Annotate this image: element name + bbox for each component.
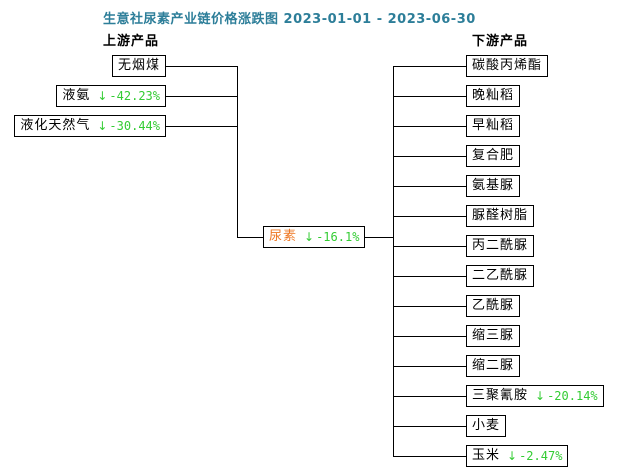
change-percent: -2.47% bbox=[519, 449, 563, 463]
trunk-to-center-line bbox=[237, 237, 266, 238]
change-value: ↓-20.14% bbox=[535, 386, 598, 406]
upstream-node[interactable]: 液氨 ↓-42.23% bbox=[56, 85, 166, 107]
change-value: ↓-42.23% bbox=[97, 86, 160, 106]
product-name: 氨基脲 bbox=[472, 178, 515, 193]
connector-line bbox=[393, 366, 472, 367]
product-name: 丙二酰脲 bbox=[472, 238, 529, 253]
downstream-node[interactable]: 氨基脲 bbox=[466, 175, 521, 197]
upstream-header: 上游产品 bbox=[103, 34, 160, 49]
downstream-node[interactable]: 三聚氰胺 ↓-20.14% bbox=[466, 385, 604, 407]
down-arrow-icon: ↓ bbox=[97, 119, 108, 133]
connector-line bbox=[393, 456, 472, 457]
connector-line bbox=[160, 96, 237, 97]
product-name: 复合肥 bbox=[472, 148, 515, 163]
connector-line bbox=[393, 156, 472, 157]
downstream-node[interactable]: 缩二脲 bbox=[466, 355, 521, 377]
downstream-node[interactable]: 小麦 bbox=[466, 415, 507, 437]
down-arrow-icon: ↓ bbox=[507, 449, 518, 463]
product-name: 晚籼稻 bbox=[472, 88, 515, 103]
downstream-node[interactable]: 二乙酰脲 bbox=[466, 265, 535, 287]
change-percent: -16.1% bbox=[316, 230, 360, 244]
upstream-trunk-line bbox=[237, 66, 238, 238]
downstream-node[interactable]: 脲醛树脂 bbox=[466, 205, 535, 227]
product-name: 缩二脲 bbox=[472, 358, 515, 373]
connector-line bbox=[393, 246, 472, 247]
connector-line bbox=[393, 96, 472, 97]
change-value: ↓-2.47% bbox=[507, 446, 562, 466]
product-name: 液氨 bbox=[62, 88, 91, 103]
product-name: 小麦 bbox=[472, 418, 501, 433]
downstream-node[interactable]: 缩三脲 bbox=[466, 325, 521, 347]
connector-line bbox=[393, 306, 472, 307]
downstream-node[interactable]: 玉米 ↓-2.47% bbox=[466, 445, 569, 467]
product-name: 脲醛树脂 bbox=[472, 208, 529, 223]
product-name: 乙酰脲 bbox=[472, 298, 515, 313]
downstream-node[interactable]: 晚籼稻 bbox=[466, 85, 521, 107]
product-name: 碳酸丙烯酯 bbox=[472, 58, 543, 73]
product-name: 尿素 bbox=[269, 229, 298, 244]
product-name: 三聚氰胺 bbox=[472, 388, 529, 403]
product-name: 玉米 bbox=[472, 448, 501, 463]
down-arrow-icon: ↓ bbox=[535, 389, 546, 403]
product-name: 液化天然气 bbox=[20, 118, 91, 133]
connector-line bbox=[393, 426, 472, 427]
product-name: 无烟煤 bbox=[117, 58, 160, 73]
downstream-node[interactable]: 乙酰脲 bbox=[466, 295, 521, 317]
downstream-trunk-line bbox=[393, 66, 394, 456]
downstream-node[interactable]: 碳酸丙烯酯 bbox=[466, 55, 549, 77]
change-value: ↓-30.44% bbox=[97, 116, 160, 136]
chart-title: 生意社尿素产业链价格涨跌图 2023-01-01 - 2023-06-30 bbox=[103, 12, 476, 27]
change-percent: -30.44% bbox=[109, 119, 160, 133]
center-to-trunk-line bbox=[360, 237, 394, 238]
connector-line bbox=[393, 396, 472, 397]
change-percent: -42.23% bbox=[109, 89, 160, 103]
connector-line bbox=[393, 126, 472, 127]
connector-line bbox=[160, 66, 237, 67]
upstream-node[interactable]: 液化天然气 ↓-30.44% bbox=[14, 115, 166, 137]
change-value: ↓-16.1% bbox=[304, 227, 359, 247]
connector-line bbox=[393, 336, 472, 337]
connector-line bbox=[393, 186, 472, 187]
connector-line bbox=[393, 276, 472, 277]
product-name: 早籼稻 bbox=[472, 118, 515, 133]
center-node[interactable]: 尿素 ↓-16.1% bbox=[263, 226, 366, 248]
down-arrow-icon: ↓ bbox=[304, 230, 315, 244]
downstream-header: 下游产品 bbox=[472, 34, 529, 49]
downstream-node[interactable]: 丙二酰脲 bbox=[466, 235, 535, 257]
product-name: 二乙酰脲 bbox=[472, 268, 529, 283]
upstream-node[interactable]: 无烟煤 bbox=[111, 55, 166, 77]
downstream-node[interactable]: 复合肥 bbox=[466, 145, 521, 167]
down-arrow-icon: ↓ bbox=[97, 89, 108, 103]
connector-line bbox=[393, 66, 472, 67]
change-percent: -20.14% bbox=[547, 389, 598, 403]
downstream-node[interactable]: 早籼稻 bbox=[466, 115, 521, 137]
product-name: 缩三脲 bbox=[472, 328, 515, 343]
connector-line bbox=[393, 216, 472, 217]
connector-line bbox=[160, 126, 237, 127]
